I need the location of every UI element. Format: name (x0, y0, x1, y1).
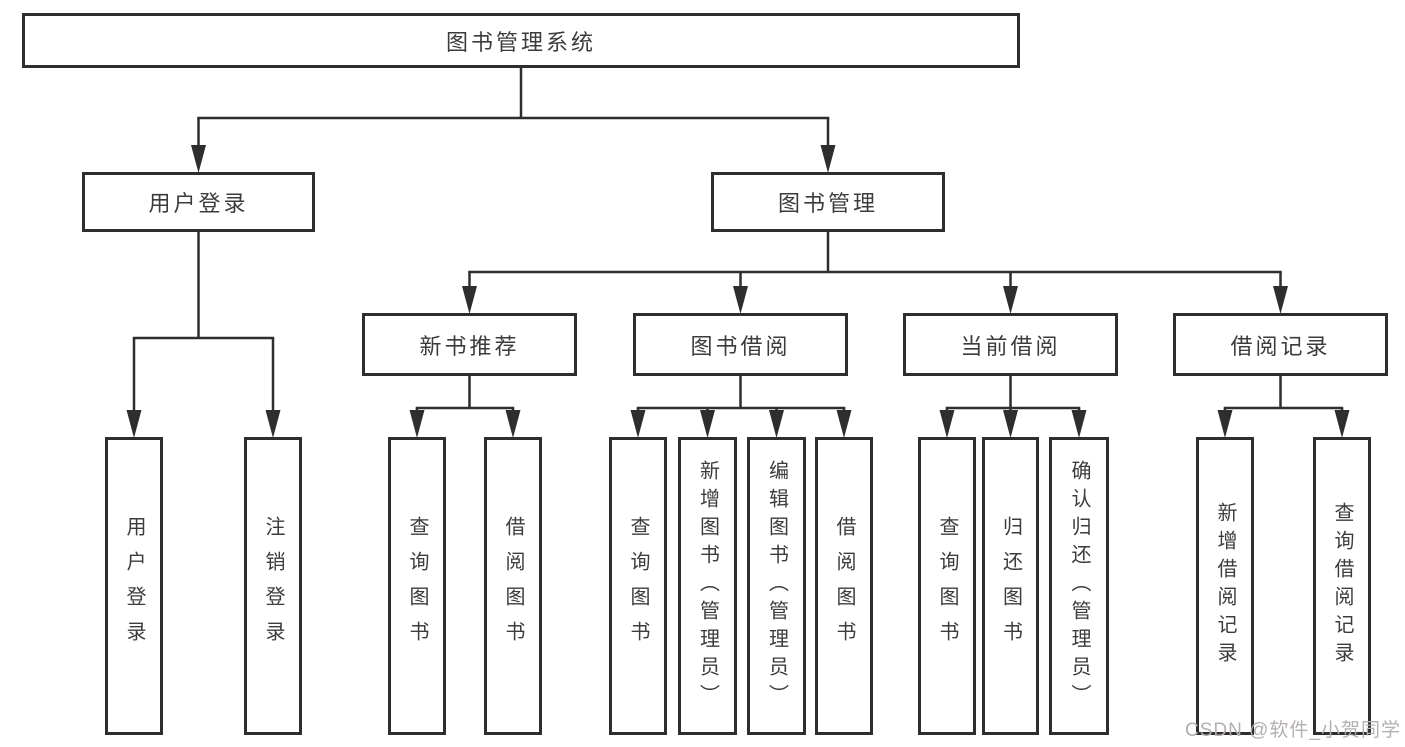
node-label: 编辑图书（管理员） (765, 460, 788, 712)
node-label: 注销登录 (262, 516, 284, 656)
connector-arrowhead-icon (265, 410, 281, 438)
connector-arrowhead-icon (630, 410, 646, 438)
node-current-borrow: 当前借阅 (903, 313, 1118, 376)
node-label: 新增图书（管理员） (696, 460, 719, 712)
node-label: 图书借阅 (690, 333, 791, 359)
node-label: 用户登录 (123, 516, 145, 656)
node-leaf-br-query: 查询借阅记录 (1313, 437, 1371, 735)
node-leaf-bb-add: 新增图书（管理员） (678, 437, 737, 735)
node-book-borrow: 图书借阅 (633, 313, 848, 376)
node-label: 查询借阅记录 (1331, 502, 1353, 670)
node-label: 查询图书 (627, 516, 649, 656)
connector-arrowhead-icon (769, 410, 784, 438)
node-leaf-nb-query: 查询图书 (388, 437, 446, 735)
node-label: 图书管理系统 (445, 29, 596, 55)
connector-arrowhead-icon (700, 410, 715, 438)
node-user-login: 用户登录 (82, 172, 315, 232)
connector-arrowhead-icon (1334, 410, 1350, 438)
node-root: 图书管理系统 (22, 13, 1020, 68)
connector-arrowhead-icon (1071, 410, 1087, 438)
node-label: 归还图书 (999, 516, 1022, 656)
node-label: 图书管理 (777, 191, 878, 216)
node-leaf-bb-edit: 编辑图书（管理员） (747, 437, 806, 735)
watermark-text: CSDN @软件_小贺同学 (1185, 720, 1401, 741)
node-label: 借阅图书 (502, 516, 524, 656)
connector-arrowhead-icon (126, 410, 142, 438)
node-leaf-cb-confirm: 确认归还（管理员） (1049, 437, 1109, 735)
node-label: 借阅图书 (833, 516, 855, 656)
connector-arrowhead-icon (733, 286, 748, 314)
node-leaf-user-login: 用户登录 (105, 437, 163, 735)
connector-arrowhead-icon (1003, 410, 1018, 438)
node-label: 用户登录 (148, 191, 249, 216)
node-label: 查询图书 (936, 516, 958, 656)
node-leaf-logout: 注销登录 (244, 437, 302, 735)
node-new-books: 新书推荐 (362, 313, 577, 376)
node-label: 当前借阅 (960, 333, 1061, 359)
node-leaf-cb-query: 查询图书 (918, 437, 976, 735)
node-label: 借阅记录 (1230, 333, 1331, 359)
connector-arrowhead-icon (1273, 286, 1288, 314)
node-label: 新增借阅记录 (1214, 502, 1236, 670)
connector-arrowhead-icon (1003, 286, 1018, 314)
node-leaf-bb-borrow: 借阅图书 (815, 437, 873, 735)
connector-arrowhead-icon (462, 286, 477, 314)
node-book-mgmt: 图书管理 (711, 172, 945, 232)
node-label: 查询图书 (406, 516, 428, 656)
node-leaf-nb-borrow: 借阅图书 (484, 437, 542, 735)
node-borrow-records: 借阅记录 (1173, 313, 1388, 376)
connector-arrowhead-icon (409, 410, 425, 438)
connector-arrowhead-icon (820, 145, 836, 173)
connector-arrowhead-icon (505, 410, 521, 438)
connector-arrowhead-icon (1217, 410, 1233, 438)
node-leaf-bb-query: 查询图书 (609, 437, 667, 735)
node-label: 新书推荐 (419, 333, 520, 359)
connector-arrowhead-icon (939, 410, 955, 438)
node-leaf-br-add: 新增借阅记录 (1196, 437, 1254, 735)
node-leaf-cb-return: 归还图书 (982, 437, 1039, 735)
connector-arrowhead-icon (191, 145, 206, 173)
connector-arrowhead-icon (836, 410, 852, 438)
node-label: 确认归还（管理员） (1068, 460, 1090, 712)
